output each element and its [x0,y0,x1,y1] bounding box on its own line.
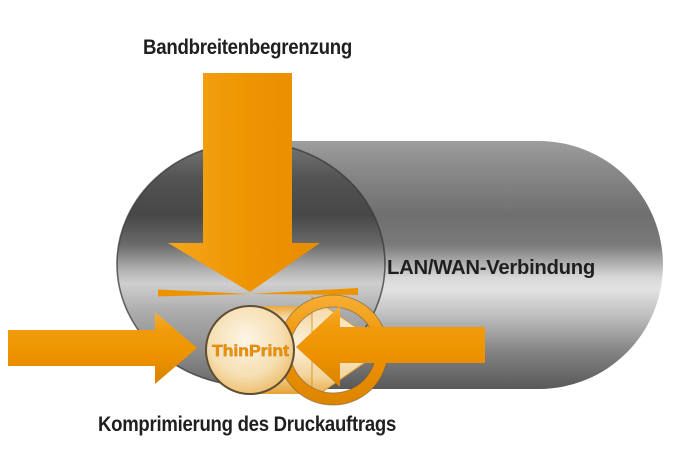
thinprint-label: ThinPrint [212,343,290,360]
compression-ring [277,294,389,406]
pinch-line-right [250,288,358,295]
incoming-right-arrow [296,306,485,387]
thinprint-pipe-face [205,305,295,395]
compression-label: Komprimierung des Druckauftrags [98,412,396,436]
wan-pipe-label: LAN/WAN-Verbindung [387,256,595,279]
incoming-left-arrow [8,312,197,384]
pinch-line-left [158,289,250,297]
bandwidth-down-arrow [168,73,320,292]
bandwidth-label: Bandbreitenbegrenzung [143,35,352,59]
